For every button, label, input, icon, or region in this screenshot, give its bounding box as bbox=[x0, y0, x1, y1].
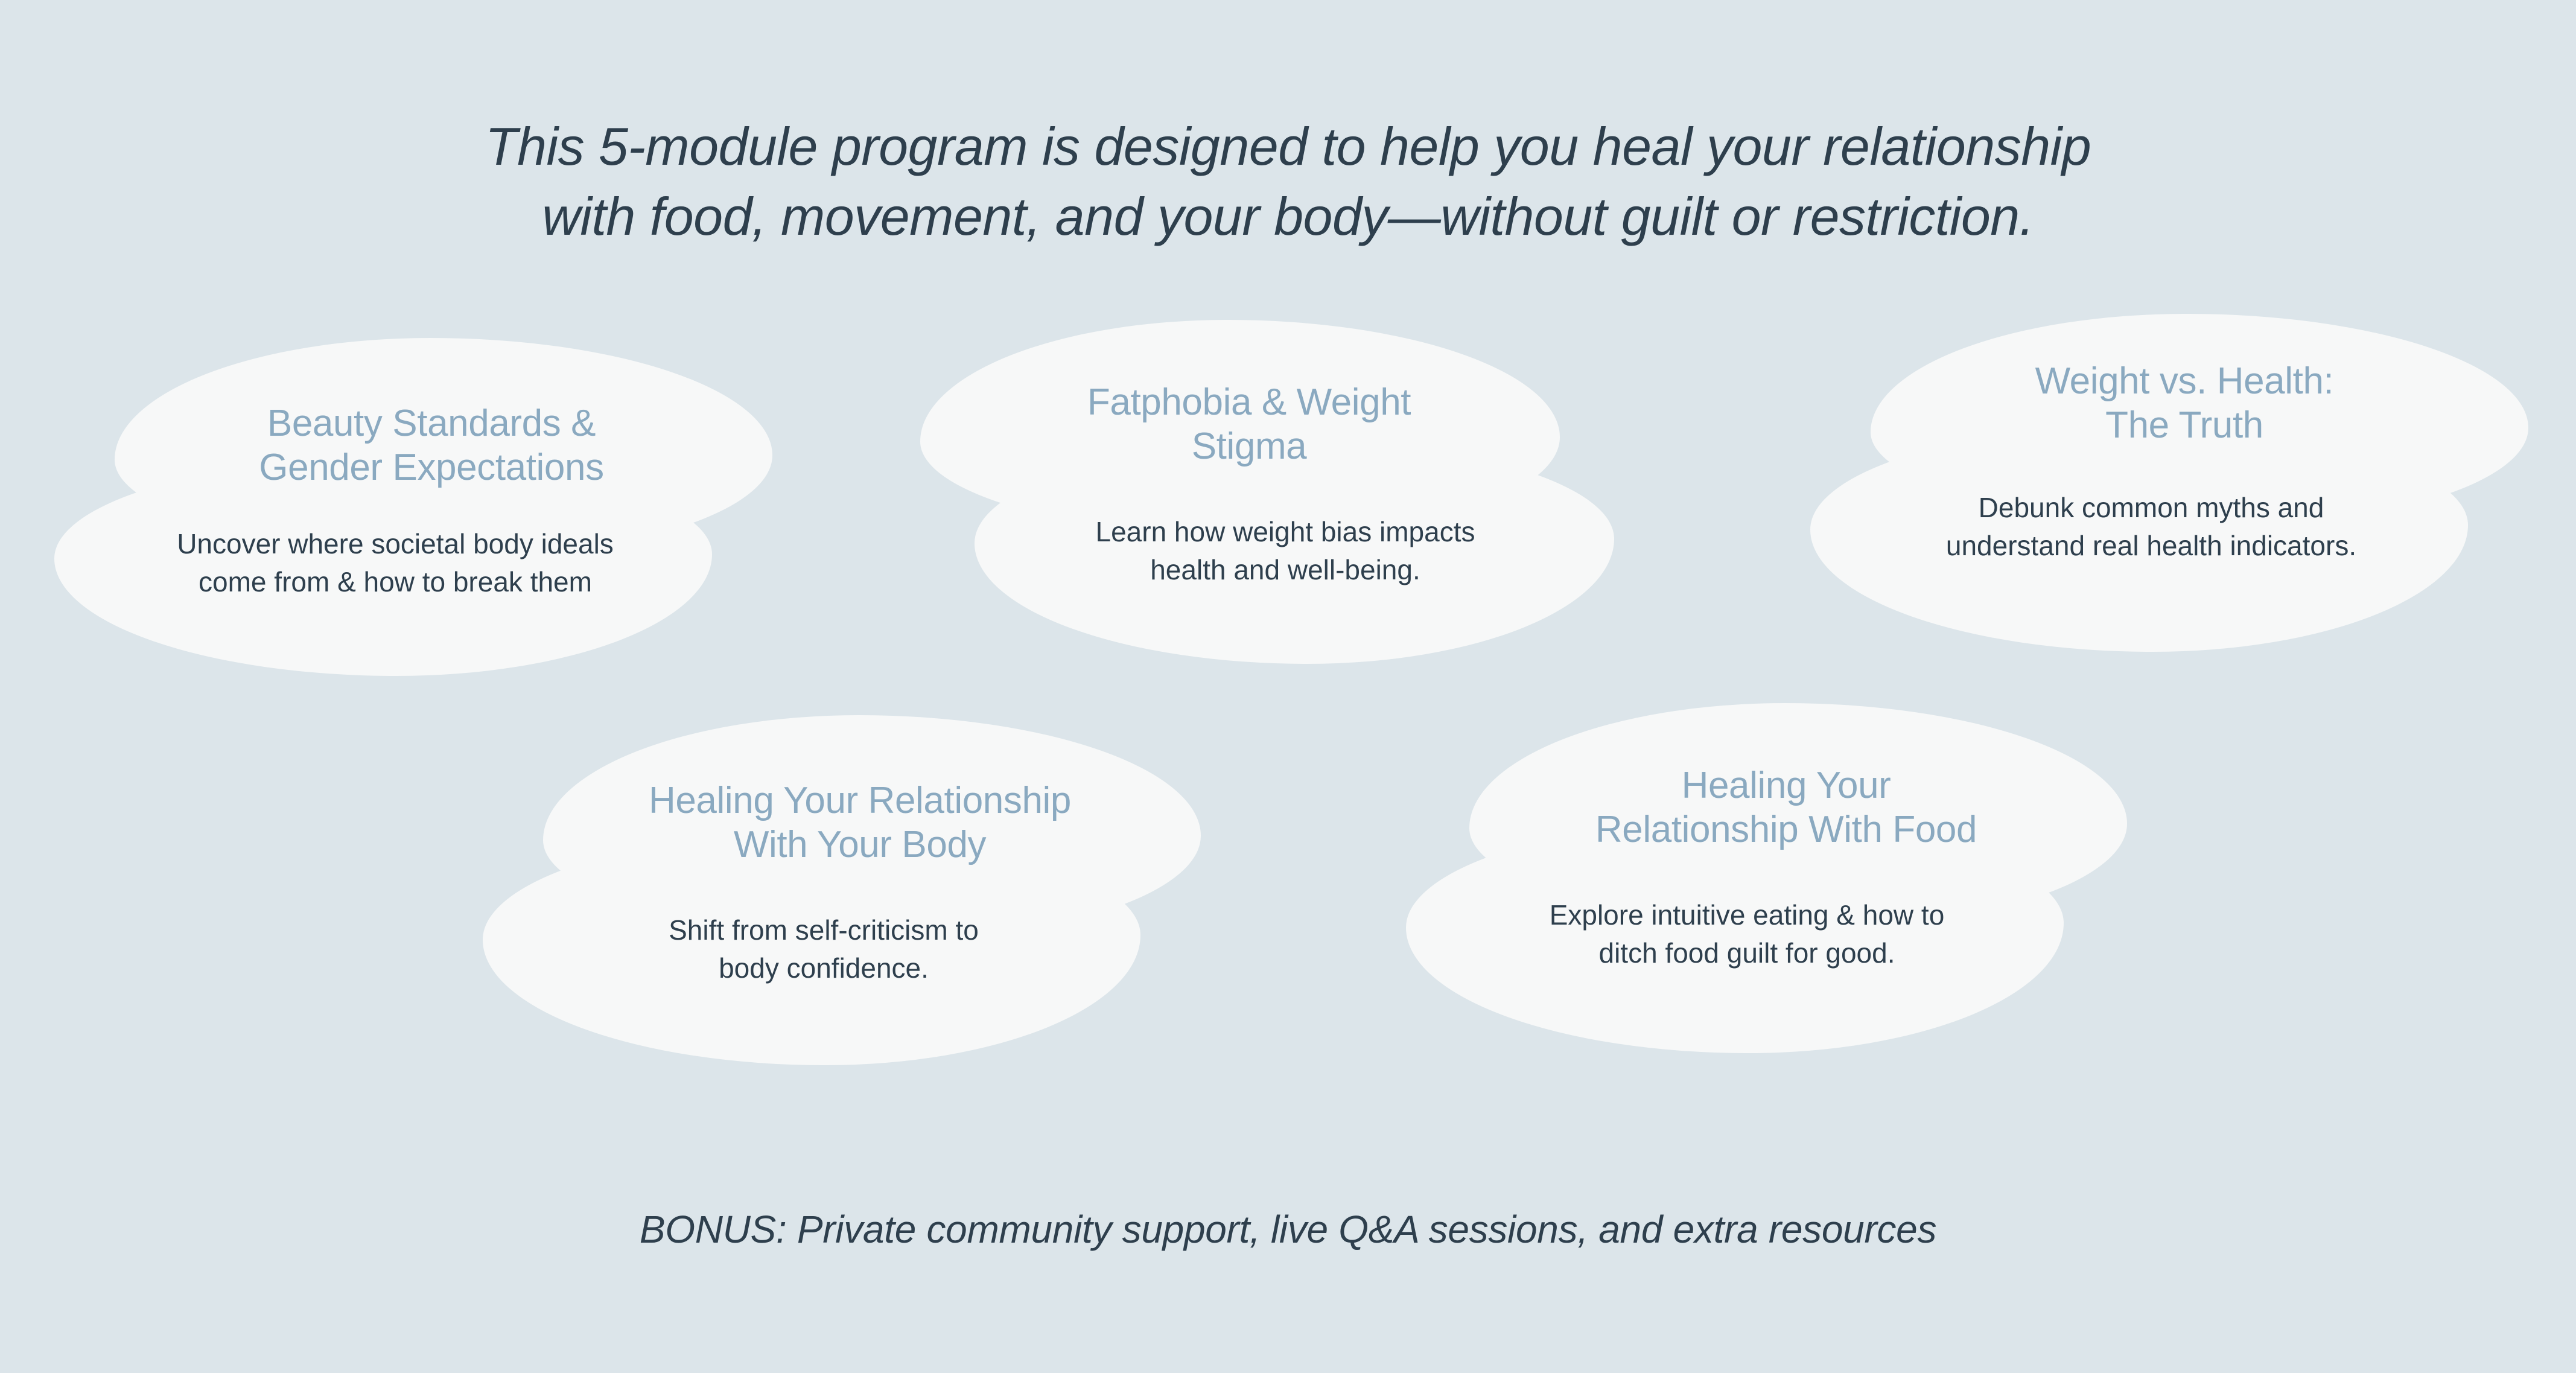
module-description-line-1: Uncover where societal body ideals bbox=[177, 528, 614, 559]
module-card-beauty-standards[interactable]: Beauty Standards & Gender Expectations U… bbox=[54, 338, 778, 676]
module-title: Healing Your Relationship With Your Body bbox=[498, 779, 1222, 867]
module-title: Beauty Standards & Gender Expectations bbox=[69, 401, 793, 489]
module-title-line-2: Gender Expectations bbox=[259, 447, 604, 489]
module-description-line-1: Shift from self-criticism to bbox=[669, 914, 979, 946]
module-title-line-2: The Truth bbox=[2105, 404, 2263, 447]
module-description-line-1: Explore intuitive eating & how to bbox=[1549, 899, 1945, 931]
cloud-blob-bottom bbox=[54, 459, 712, 676]
intro-heading-line-2: with food, movement, and your body—witho… bbox=[542, 186, 2034, 247]
module-description-line-2: come from & how to break them bbox=[199, 566, 592, 598]
module-description-line-2: ditch food guilt for good. bbox=[1598, 937, 1895, 969]
module-description-line-2: understand real health indicators. bbox=[1945, 530, 2357, 562]
cloud-blob-bottom bbox=[1406, 821, 2064, 1053]
module-title: Healing Your Relationship With Food bbox=[1424, 763, 2148, 852]
module-title: Fatphobia & Weight Stigma bbox=[893, 380, 1605, 468]
module-card-weight-vs-health[interactable]: Weight vs. Health: The Truth Debunk comm… bbox=[1810, 314, 2528, 664]
module-title-line-1: Healing Your Relationship bbox=[648, 780, 1072, 821]
module-title-line-2: With Your Body bbox=[733, 824, 987, 866]
cloud-blob-bottom bbox=[483, 833, 1140, 1065]
module-card-healing-relationship-food[interactable]: Healing Your Relationship With Food Expl… bbox=[1406, 703, 2130, 1065]
module-card-fatphobia-weight-stigma[interactable]: Fatphobia & Weight Stigma Learn how weig… bbox=[920, 320, 1632, 670]
module-description-line-2: health and well-being. bbox=[1150, 554, 1420, 586]
module-description: Uncover where societal body ideals come … bbox=[33, 525, 757, 602]
cloud-blob-bottom bbox=[975, 441, 1614, 664]
module-description: Explore intuitive eating & how to ditch … bbox=[1385, 896, 2109, 973]
module-description-line-1: Debunk common myths and bbox=[1978, 492, 2324, 523]
module-description: Learn how weight bias impacts health and… bbox=[929, 513, 1641, 590]
intro-heading: This 5-module program is designed to hel… bbox=[0, 112, 2576, 252]
module-title-line-2: Stigma bbox=[1191, 425, 1307, 468]
intro-heading-line-1: This 5-module program is designed to hel… bbox=[485, 116, 2091, 176]
cloud-blob-bottom bbox=[1810, 425, 2468, 652]
module-title-line-1: Fatphobia & Weight bbox=[1087, 381, 1411, 423]
module-description: Shift from self-criticism to body confid… bbox=[462, 911, 1186, 988]
module-title: Weight vs. Health: The Truth bbox=[1825, 359, 2543, 447]
module-title-line-1: Healing Your bbox=[1681, 765, 1891, 806]
module-description-line-1: Learn how weight bias impacts bbox=[1095, 516, 1475, 547]
module-title-line-1: Weight vs. Health: bbox=[2035, 360, 2334, 402]
module-title-line-2: Relationship With Food bbox=[1595, 809, 1977, 851]
module-description-line-2: body confidence. bbox=[719, 952, 929, 984]
module-card-healing-relationship-body[interactable]: Healing Your Relationship With Your Body… bbox=[483, 715, 1207, 1077]
module-description: Debunk common myths and understand real … bbox=[1792, 489, 2510, 565]
module-title-line-1: Beauty Standards & bbox=[267, 403, 596, 444]
bonus-line: BONUS: Private community support, live Q… bbox=[639, 1208, 1937, 1251]
